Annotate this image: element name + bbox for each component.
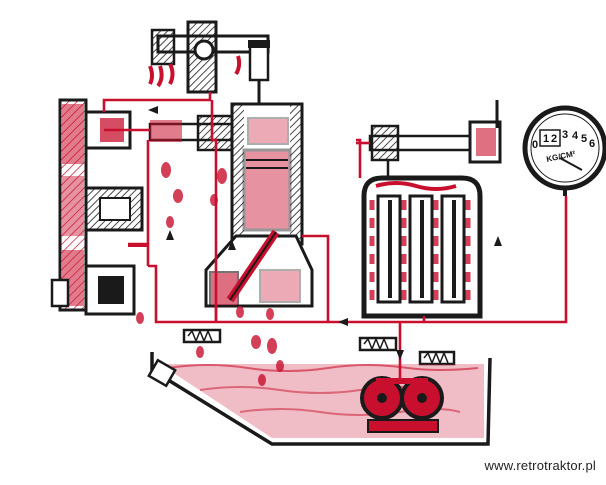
valve-rocker-assembly: [148, 20, 270, 106]
oil-pump: [360, 376, 444, 433]
oil-drops: [136, 162, 284, 386]
oil-pressure-gauge: 0 1 2 3 4 5 6 KG/CM²: [522, 105, 606, 196]
gauge-digit-2: 2: [551, 133, 557, 145]
camshaft: [148, 114, 238, 152]
cylinder-assembly: [204, 102, 314, 308]
gauge-digit-4: 4: [572, 130, 579, 142]
flow-arrows: [148, 106, 502, 360]
gauge-digit-5: 5: [581, 133, 587, 145]
timing-gear-train: [50, 98, 144, 316]
gauge-digit-6: 6: [589, 138, 595, 150]
gauge-digit-0: 0: [532, 139, 538, 151]
relief-valves: [182, 328, 456, 366]
watermark-caption: www.retrotraktor.pl: [484, 458, 596, 473]
gauge-digit-1: 1: [543, 133, 549, 145]
oil-filter: [361, 175, 483, 319]
rocker-shaft-right: [368, 100, 502, 176]
gauge-digit-3: 3: [562, 129, 568, 141]
